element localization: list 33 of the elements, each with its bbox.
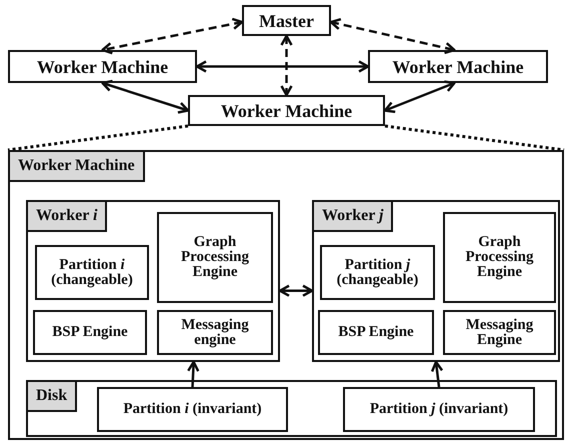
component-box: Partition i (invariant) <box>97 387 288 432</box>
component-box: Messaging engine <box>157 310 273 355</box>
section-heading: Disk <box>28 382 78 412</box>
arrow <box>101 80 190 114</box>
arrow <box>280 34 293 96</box>
component-box: Partition j (changeable) <box>320 245 435 300</box>
arrow <box>430 360 444 388</box>
machine-box: Worker Machine <box>188 95 385 126</box>
component-box: BSP Engine <box>318 310 434 355</box>
section-heading: Worker j <box>314 202 394 232</box>
machine-box: Worker Machine <box>368 50 548 83</box>
section-heading: Worker i <box>28 202 108 232</box>
arrow <box>101 18 244 54</box>
container-panel <box>8 150 564 440</box>
component-box: Partition i (changeable) <box>35 245 149 300</box>
arrow <box>384 80 456 114</box>
arrow <box>278 284 314 297</box>
component-box: Graph Processing Engine <box>443 212 556 303</box>
container-panel <box>26 380 557 437</box>
section-heading: Worker Machine <box>10 152 145 182</box>
arrow <box>186 360 200 388</box>
machine-box: Master <box>242 5 331 36</box>
component-box: Graph Processing Engine <box>157 212 273 303</box>
machine-box: Worker Machine <box>8 50 197 83</box>
component-box: Partition j (invariant) <box>343 387 535 432</box>
arrow <box>196 60 370 73</box>
component-box: BSP Engine <box>33 310 147 355</box>
container-panel <box>312 200 560 362</box>
component-box: Messaging Engine <box>443 310 556 355</box>
zoom-line <box>8 124 188 152</box>
zoom-line <box>384 124 564 152</box>
arrow <box>330 18 456 54</box>
container-panel <box>26 200 280 362</box>
